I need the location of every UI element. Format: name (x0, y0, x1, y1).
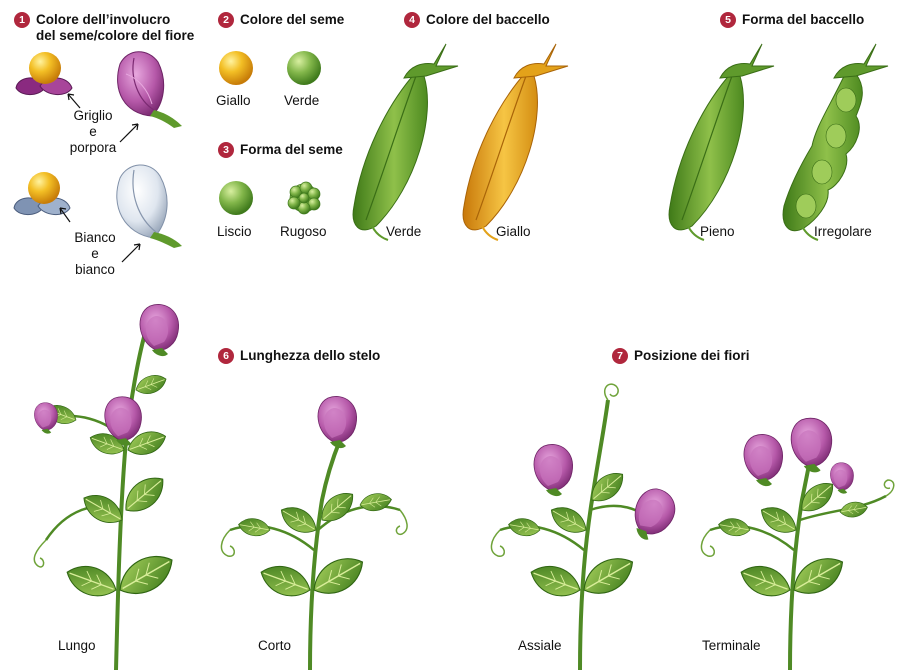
terminal-flower-plant-icon (690, 380, 900, 670)
giallo-pod-label: Giallo (496, 224, 531, 240)
green-seed-icon (284, 50, 324, 90)
bianco-label-line2: e (91, 246, 99, 261)
section-2-header: 2 Colore del seme (218, 12, 344, 28)
griglio-label-line1: Griglio (73, 108, 112, 123)
short-plant-icon (210, 380, 410, 670)
axial-flower-plant-icon (480, 380, 680, 670)
giallo-seed-label: Giallo (216, 93, 251, 109)
bianco-label-line3: bianco (75, 262, 115, 277)
section-number-badge: 5 (720, 12, 736, 28)
section-number-badge: 3 (218, 142, 234, 158)
section-1-title-line2: del seme/colore del fiore (36, 28, 194, 43)
griglio-label-line2: e (89, 124, 97, 139)
section-1-title: Colore dell’involucro del seme/colore de… (36, 12, 194, 44)
section-1-title-line1: Colore dell’involucro (36, 12, 170, 27)
tall-plant-icon (16, 290, 206, 670)
full-pod-icon (662, 36, 772, 246)
green-pod-icon (346, 36, 456, 246)
terminale-label: Terminale (702, 638, 761, 654)
section-6-title: Lunghezza dello stelo (240, 348, 380, 364)
section-1-header: 1 Colore dell’involucro del seme/colore … (14, 12, 194, 44)
verde-seed-label: Verde (284, 93, 319, 109)
section-number-badge: 4 (404, 12, 420, 28)
griglio-label-line3: porpora (70, 140, 117, 155)
lungo-label: Lungo (58, 638, 96, 654)
section-4-header: 4 Colore del baccello (404, 12, 550, 28)
verde-pod-label: Verde (386, 224, 421, 240)
assiale-label: Assiale (518, 638, 562, 654)
pieno-label: Pieno (700, 224, 735, 240)
bianco-bianco-label: Bianco e bianco (60, 230, 130, 278)
constricted-pod-icon (776, 36, 886, 246)
section-number-badge: 6 (218, 348, 234, 364)
rugoso-label: Rugoso (280, 224, 327, 240)
irregolare-label: Irregolare (814, 224, 872, 240)
griglio-porpora-label: Griglio e porpora (58, 108, 128, 156)
section-3-header: 3 Forma del seme (218, 142, 343, 158)
bianco-label-line1: Bianco (74, 230, 115, 245)
section-3-title: Forma del seme (240, 142, 343, 158)
corto-label: Corto (258, 638, 291, 654)
section-5-header: 5 Forma del baccello (720, 12, 864, 28)
section-2-title: Colore del seme (240, 12, 344, 28)
liscio-label: Liscio (217, 224, 252, 240)
wrinkled-seed-icon (282, 178, 326, 222)
section-4-title: Colore del baccello (426, 12, 550, 28)
section-number-badge: 2 (218, 12, 234, 28)
section-6-header: 6 Lunghezza dello stelo (218, 348, 380, 364)
section-number-badge: 7 (612, 348, 628, 364)
section-7-title: Posizione dei fiori (634, 348, 750, 364)
yellow-seed-icon (216, 50, 256, 90)
section-5-title: Forma del baccello (742, 12, 864, 28)
smooth-seed-icon (216, 180, 256, 220)
section-7-header: 7 Posizione dei fiori (612, 348, 750, 364)
section-number-badge: 1 (14, 12, 30, 28)
yellow-pod-icon (456, 36, 566, 246)
